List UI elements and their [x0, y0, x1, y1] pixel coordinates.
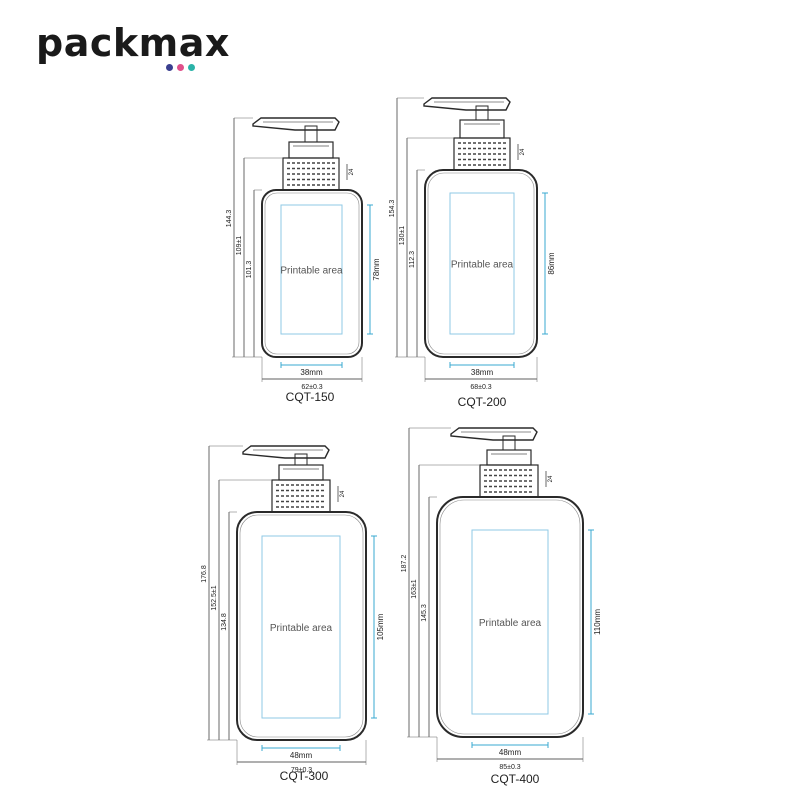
shoulder-height-value-cqt-300: 152.5±1 — [211, 585, 218, 610]
printable-area-cqt-300 — [261, 535, 341, 719]
bottle-body-inner-cqt-200 — [427, 172, 535, 355]
pump-neck-cqt-200 — [459, 119, 505, 139]
body-width-value-cqt-400: 85±0.3 — [499, 764, 520, 771]
neck-dim-value-cqt-300: 24 — [340, 490, 346, 497]
printable-area-cqt-150 — [280, 204, 343, 335]
brand-dots — [166, 64, 195, 71]
total-height-value-cqt-400: 187.2 — [401, 555, 408, 573]
bottle-body-inner-cqt-400 — [439, 499, 581, 735]
brand-dot-3 — [188, 64, 195, 71]
total-height-value-cqt-200: 154.3 — [389, 200, 396, 218]
shoulder-height-value-cqt-150: 109±1 — [236, 236, 243, 256]
print-height-value-cqt-150: 78mm — [372, 258, 381, 281]
neck-dim-value-cqt-200: 24 — [520, 148, 526, 155]
brand-logo: packmax — [36, 21, 230, 71]
total-height-value-cqt-300: 176.8 — [201, 565, 208, 583]
bottle-body-inner-cqt-300 — [239, 514, 364, 738]
body-height-value-cqt-150: 101.3 — [246, 261, 253, 279]
bottle-body-inner-cqt-150 — [264, 192, 360, 355]
pump-neck-cqt-150 — [288, 141, 334, 159]
model-label-cqt-300: CQT-300 — [279, 769, 329, 783]
neck-dim-value-cqt-150: 24 — [349, 168, 355, 175]
print-width-value-cqt-400: 48mm — [499, 748, 522, 757]
shoulder-height-value-cqt-400: 163±1 — [411, 579, 418, 599]
model-label-cqt-150: CQT-150 — [285, 390, 335, 404]
model-label-cqt-200: CQT-200 — [457, 395, 507, 409]
printable-area-label-cqt-150: Printable area — [280, 266, 343, 277]
body-height-value-cqt-400: 145.3 — [421, 604, 428, 622]
pump-head-cqt-150 — [252, 117, 340, 131]
neck-dim-value-cqt-400: 24 — [548, 475, 554, 482]
model-label-cqt-400: CQT-400 — [490, 772, 540, 786]
print-height-value-cqt-300: 105mm — [376, 613, 385, 640]
pump-neck-cqt-300 — [278, 464, 324, 481]
brand-dot-1 — [166, 64, 173, 71]
pump-stem-cqt-300 — [294, 453, 308, 466]
total-height-value-cqt-150: 144.3 — [226, 210, 233, 228]
pump-collar-cqt-150 — [282, 157, 340, 191]
printable-area-label-cqt-300: Printable area — [270, 623, 333, 634]
print-width-value-cqt-300: 48mm — [290, 751, 313, 760]
bottle-body-cqt-400 — [436, 496, 584, 738]
printable-area-cqt-200 — [449, 192, 515, 335]
print-height-value-cqt-200: 86mm — [547, 252, 556, 275]
shoulder-height-value-cqt-200: 130±1 — [399, 226, 406, 246]
pump-collar-cqt-200 — [453, 137, 511, 171]
body-width-value-cqt-150: 62±0.3 — [301, 384, 322, 391]
pump-head-cqt-300 — [242, 445, 330, 459]
print-height-value-cqt-400: 110mm — [593, 609, 602, 635]
pump-neck-cqt-400 — [486, 449, 532, 466]
body-height-value-cqt-300: 134.8 — [221, 613, 228, 631]
body-height-value-cqt-200: 112.3 — [409, 251, 416, 268]
print-width-value-cqt-150: 38mm — [300, 368, 323, 377]
pump-stem-cqt-150 — [304, 125, 318, 143]
body-width-value-cqt-300: 79±0.3 — [291, 767, 312, 774]
pump-stem-cqt-400 — [502, 435, 516, 451]
printable-area-label-cqt-200: Printable area — [451, 260, 514, 271]
body-width-value-cqt-200: 68±0.3 — [470, 384, 491, 391]
print-width-value-cqt-200: 38mm — [471, 368, 494, 377]
pump-head-cqt-400 — [450, 427, 538, 441]
brand-name: packmax — [36, 21, 230, 65]
pump-head-cqt-200 — [423, 97, 511, 111]
printable-area-label-cqt-400: Printable area — [479, 618, 542, 629]
pump-stem-cqt-200 — [475, 105, 489, 121]
printable-area-cqt-400 — [471, 529, 549, 715]
brand-dot-2 — [177, 64, 184, 71]
